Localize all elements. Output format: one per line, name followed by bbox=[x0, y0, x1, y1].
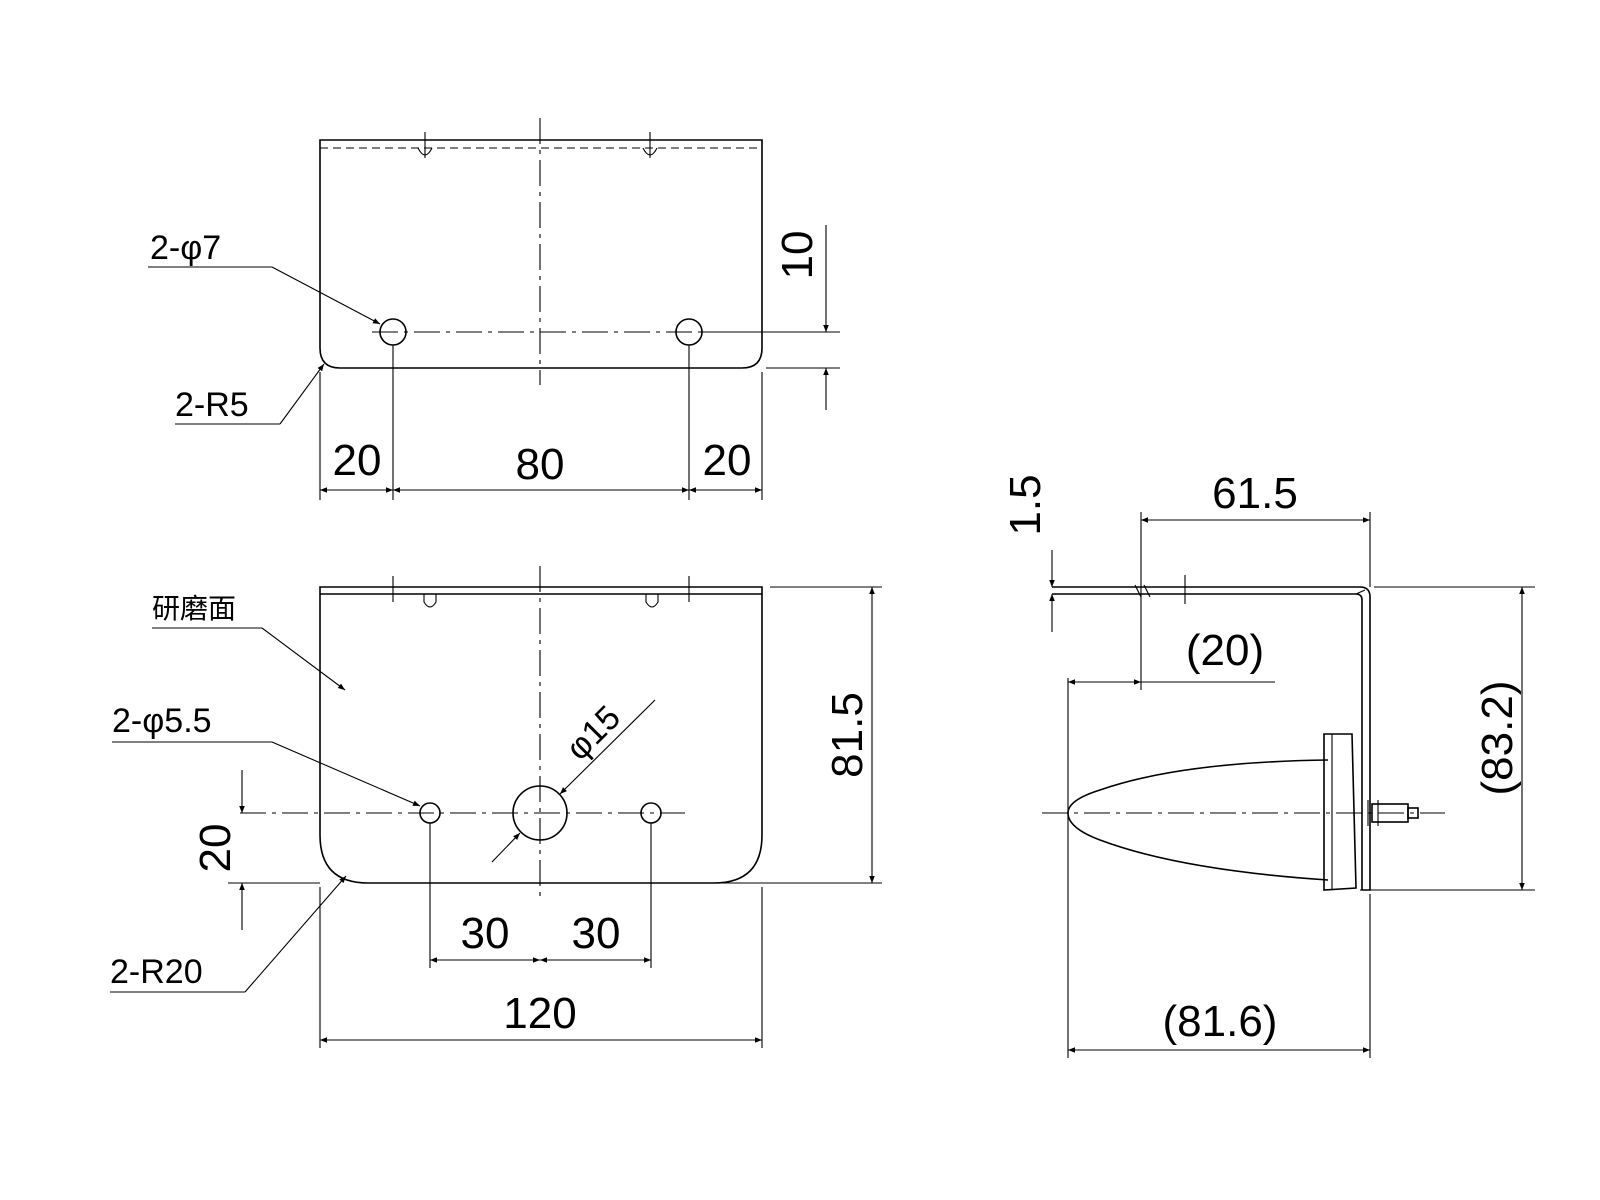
dim-label-81-5: 81.5 bbox=[823, 692, 872, 778]
dim-label-61-5: 61.5 bbox=[1212, 469, 1298, 518]
lamp-lens bbox=[1067, 759, 1329, 881]
leader-phi15 bbox=[559, 699, 656, 795]
dim-label-20-vertical: 20 bbox=[191, 824, 240, 873]
note-2-r20: 2-R20 bbox=[110, 953, 203, 991]
side-bracket-inner bbox=[1355, 589, 1366, 595]
note-2-phi7: 2-φ7 bbox=[150, 229, 221, 267]
lamp-housing bbox=[1323, 733, 1357, 891]
front-hole-center bbox=[512, 785, 568, 841]
dim-label-1-5: 1.5 bbox=[1001, 474, 1050, 535]
front-slot-right bbox=[645, 594, 659, 608]
front-view: φ15 研磨面 2-φ5.5 2-R20 20 30 30 120 bbox=[110, 566, 882, 1048]
front-view-outline bbox=[319, 586, 763, 884]
dim-label-80: 80 bbox=[516, 440, 565, 489]
dim-label-30-right: 30 bbox=[572, 909, 621, 958]
dim-label-20-ref: (20) bbox=[1186, 626, 1264, 675]
dim-label-20-right: 20 bbox=[703, 436, 752, 485]
top-view: 20 80 20 10 2-φ7 2-R5 bbox=[148, 118, 840, 500]
leader-hole-5-5 bbox=[271, 741, 421, 807]
leader-r5 bbox=[279, 363, 325, 425]
dim-label-20-left: 20 bbox=[333, 436, 382, 485]
note-phi15: φ15 bbox=[559, 698, 628, 767]
note-2-r5: 2-R5 bbox=[175, 386, 249, 424]
dim-label-10: 10 bbox=[773, 231, 822, 280]
side-view: 1.5 61.5 (20) (83.2) (81.6) bbox=[1001, 469, 1535, 1058]
leader-r20 bbox=[244, 875, 347, 993]
side-break-mark bbox=[1134, 584, 1142, 598]
front-slot-left bbox=[423, 594, 437, 608]
side-break-mark bbox=[1143, 584, 1151, 598]
note-polished-surface: 研磨面 bbox=[152, 592, 236, 625]
note-2-phi5-5: 2-φ5.5 bbox=[112, 702, 212, 740]
dim-label-30-left: 30 bbox=[461, 909, 510, 958]
top-view-outline bbox=[319, 139, 763, 369]
leader-hole-7 bbox=[271, 266, 381, 325]
leader-phi15-tail bbox=[491, 832, 521, 863]
top-notch-right bbox=[642, 132, 658, 158]
dim-label-120: 120 bbox=[503, 989, 576, 1038]
dim-label-81-6: (81.6) bbox=[1163, 997, 1278, 1046]
top-notch-left bbox=[417, 132, 433, 158]
dim-label-83-2: (83.2) bbox=[1473, 681, 1522, 796]
lamp-terminal-tip bbox=[1407, 807, 1419, 819]
leader-polished-surface bbox=[261, 627, 346, 691]
